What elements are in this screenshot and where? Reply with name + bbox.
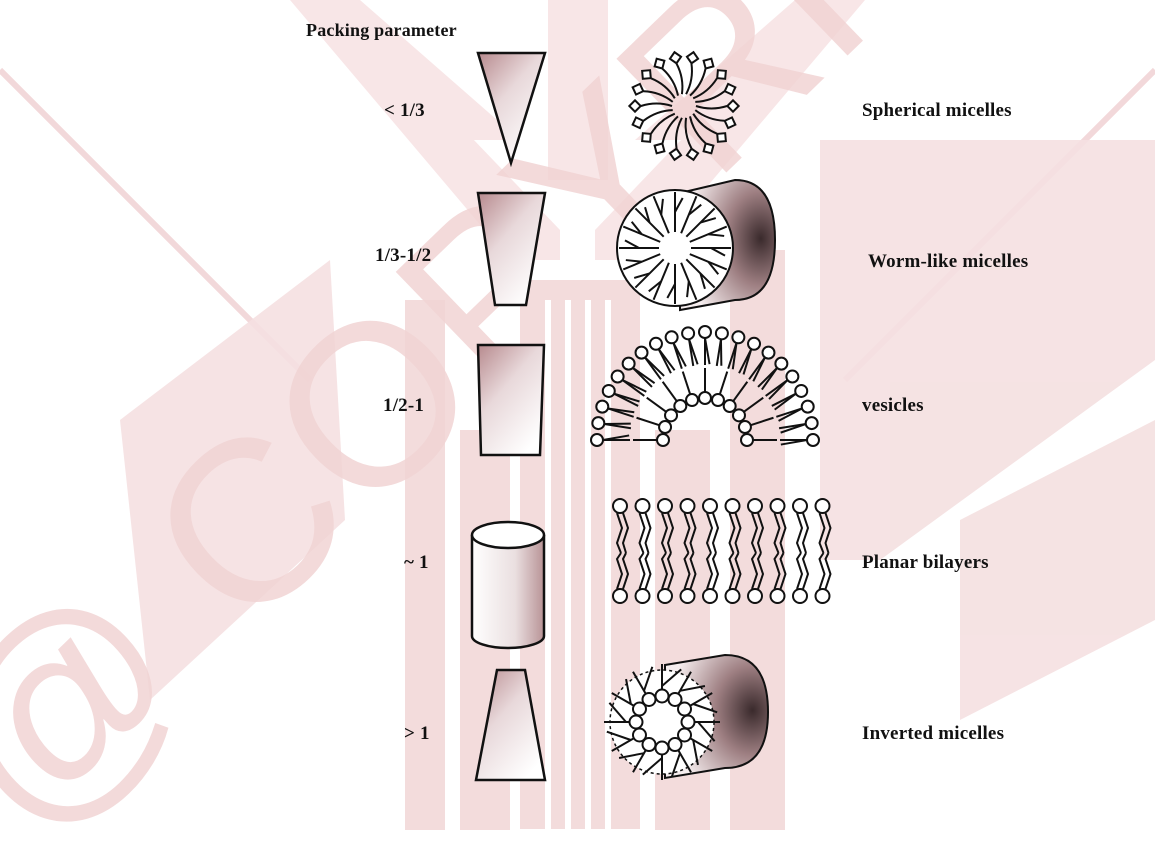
structure-label-1: Spherical micelles	[862, 100, 1012, 122]
slightly-truncated-cone-shape-3	[478, 345, 544, 455]
planar-bilayer-icon	[613, 499, 831, 603]
packing-value-4: ~ 1	[404, 552, 429, 574]
packing-value-3: 1/2-1	[383, 395, 424, 417]
truncated-cone-shape-2	[478, 193, 545, 305]
structure-label-5: Inverted micelles	[862, 723, 1004, 745]
structure-label-4: Planar bilayers	[862, 552, 989, 574]
inverted-truncated-cone-shape-5	[476, 670, 545, 780]
packing-value-5: > 1	[404, 723, 430, 745]
structure-label-3: vesicles	[862, 395, 924, 417]
structure-label-2: Worm-like micelles	[868, 251, 1028, 273]
cylinder-shape-4	[472, 522, 544, 648]
spherical-micelle-icon	[629, 52, 738, 160]
cone-shape-1	[478, 53, 545, 163]
inverted-micelle-icon	[604, 655, 768, 780]
worm-like-micelle-icon	[617, 180, 775, 310]
packing-parameter-title: Packing parameter	[306, 20, 457, 41]
packing-value-2: 1/3-1/2	[375, 245, 431, 267]
packing-value-1: < 1/3	[384, 100, 425, 122]
vesicle-icon	[591, 326, 819, 446]
